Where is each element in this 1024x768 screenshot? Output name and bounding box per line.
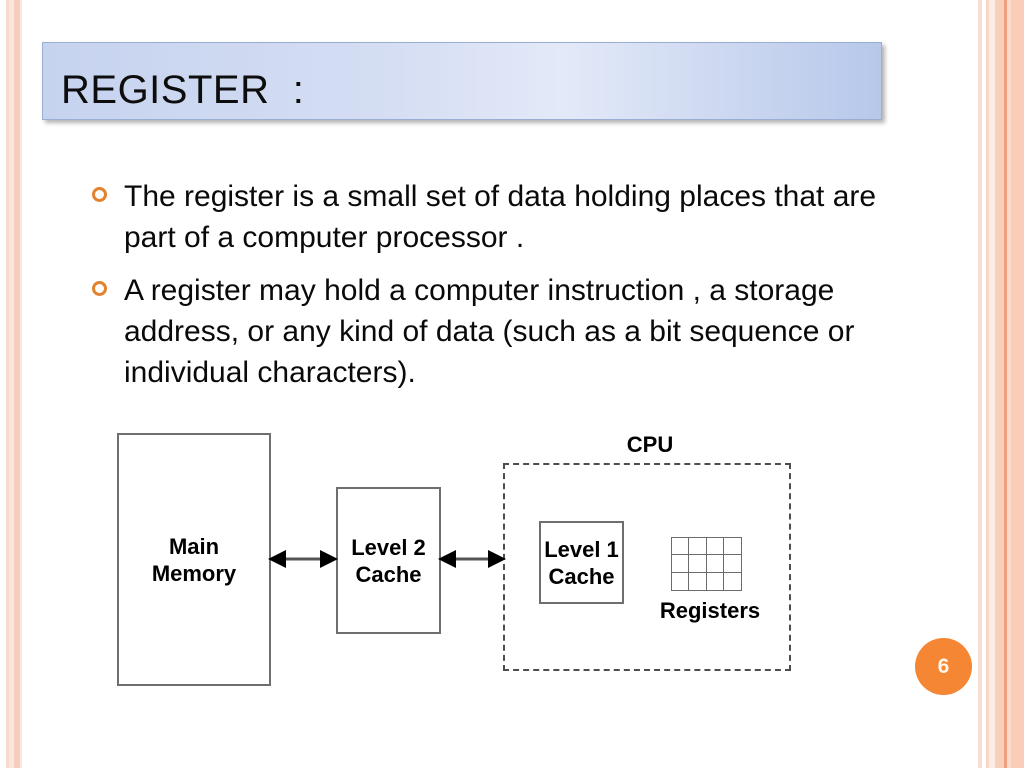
- page-title: REGISTER :: [61, 68, 305, 112]
- list-item: The register is a small set of data hold…: [92, 176, 902, 258]
- diagram-box-level-1-cache: Level 1 Cache: [539, 521, 624, 604]
- register-grid-icon: [671, 537, 742, 591]
- list-item: A register may hold a computer instructi…: [92, 270, 902, 393]
- register-cell: [672, 555, 690, 573]
- register-cell: [723, 538, 741, 556]
- double-arrow-l2-to-cpu-icon: [438, 550, 506, 568]
- slide-title-bar: REGISTER :: [42, 42, 882, 120]
- register-cell: [707, 572, 724, 590]
- level2-cache-label-line1: Level 2: [351, 534, 426, 560]
- left-edge-stripe-1: [6, 0, 9, 768]
- cpu-label: CPU: [626, 432, 674, 457]
- register-cell: [689, 572, 707, 590]
- page-number-text: 6: [937, 654, 950, 678]
- page-number-badge: 6: [915, 638, 972, 695]
- register-cell: [723, 555, 741, 573]
- level1-cache-label-line1: Level 1: [544, 536, 619, 562]
- bullet-list: The register is a small set of data hold…: [92, 176, 902, 405]
- left-edge-stripe-4: [20, 0, 22, 768]
- right-edge-stripe-8: [1011, 0, 1024, 768]
- registers-label: Registers: [659, 598, 761, 623]
- register-cell: [689, 555, 707, 573]
- left-edge-stripe-3: [14, 0, 20, 768]
- main-memory-label-line2: Memory: [151, 560, 237, 586]
- diagram-box-level-2-cache: Level 2 Cache: [336, 487, 441, 634]
- list-item-text: The register is a small set of data hold…: [124, 180, 877, 254]
- circle-bullet-icon: [92, 281, 107, 296]
- register-cell: [706, 538, 724, 556]
- right-edge-stripe-3: [986, 0, 989, 768]
- right-edge-stripe-6: [1004, 0, 1007, 768]
- right-edge-stripe-2: [982, 0, 986, 768]
- left-edge-stripe-2: [9, 0, 14, 768]
- right-edge-stripe-7: [1007, 0, 1011, 768]
- register-cell: [672, 538, 690, 556]
- diagram-cpu-boundary: [503, 463, 791, 671]
- double-arrow-main-memory-to-l2-icon: [268, 550, 338, 568]
- level1-cache-label-line2: Cache: [548, 563, 615, 589]
- diagram-box-main-memory: Main Memory: [117, 433, 271, 686]
- register-cell: [672, 572, 690, 590]
- list-item-text: A register may hold a computer instructi…: [124, 274, 855, 389]
- register-cell: [724, 573, 741, 590]
- main-memory-label-line1: Main: [168, 533, 220, 559]
- register-cell: [706, 555, 724, 573]
- right-edge-stripe-5: [995, 0, 1004, 768]
- level2-cache-label-line2: Cache: [355, 561, 422, 587]
- right-edge-stripe-4: [989, 0, 995, 768]
- register-cell: [689, 538, 707, 556]
- right-edge-stripe-1: [978, 0, 982, 768]
- circle-bullet-icon: [92, 187, 107, 202]
